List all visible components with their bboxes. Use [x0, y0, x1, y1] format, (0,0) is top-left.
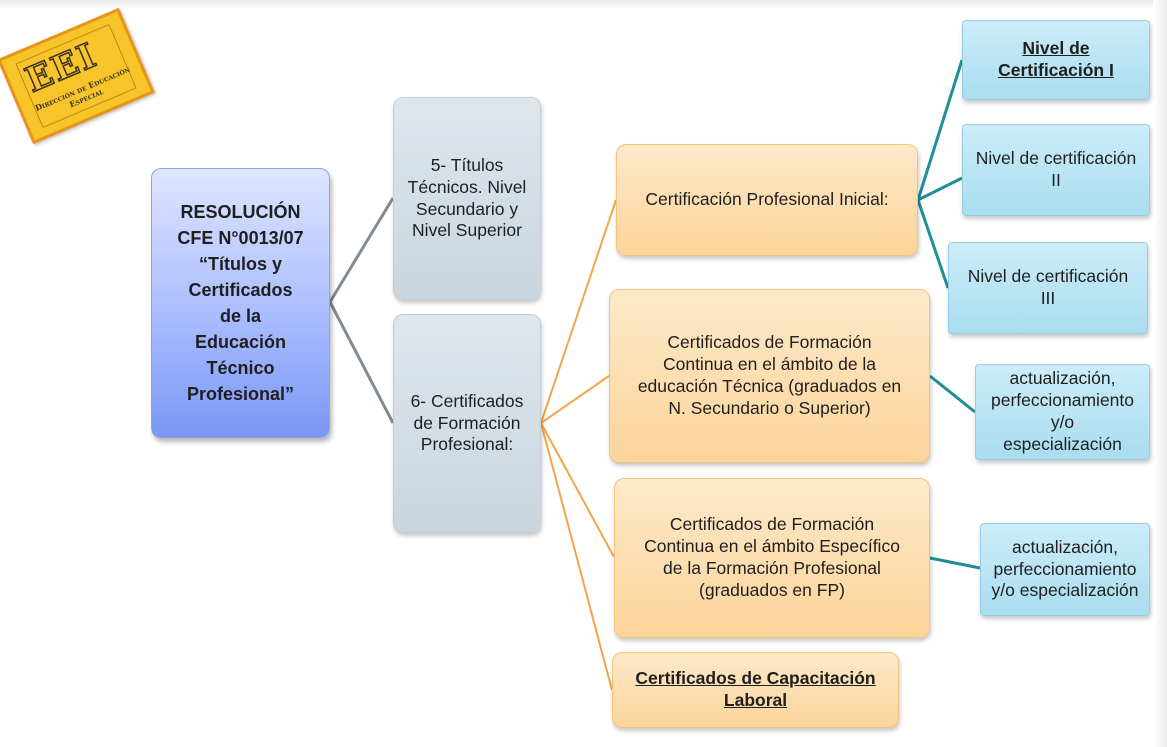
connector-cfp-continua-fp	[540, 422, 615, 558]
connector-root-certificados	[328, 301, 395, 424]
formacion-continua-tecnica-node: Certificados de Formación Continua en el…	[609, 289, 930, 463]
top-edge-shadow	[0, 0, 1167, 9]
capacitacion-laboral-node: Certificados de Capacitación Laboral	[612, 652, 899, 728]
actualizacion-tecnica-node: actualización, perfeccionamiento y/o esp…	[975, 364, 1150, 460]
connector-root-titulos	[328, 197, 395, 303]
nivel-certificacion-2-node: Nivel de certificación II	[962, 124, 1150, 216]
certificacion-inicial-node: Certificación Profesional Inicial:	[616, 144, 918, 256]
connector-tecnica-actualizacion	[929, 374, 976, 414]
resolution-root-node: RESOLUCIÓN CFE N°0013/07 “Títulos y Cert…	[151, 168, 330, 438]
connector-inicial-nivel-2	[917, 176, 963, 202]
connector-inicial-nivel-3	[916, 199, 950, 289]
nivel-certificacion-1-node: Nivel de Certificación I	[962, 20, 1150, 100]
connector-cfp-inicial	[540, 199, 617, 424]
connector-cfp-capacitacion	[540, 422, 613, 691]
connector-cfp-continua-tecnica	[540, 375, 610, 424]
connector-fp-actualizacion	[929, 556, 981, 570]
connector-inicial-nivel-1	[916, 59, 964, 201]
nivel-certificacion-3-node: Nivel de certificación III	[948, 242, 1148, 334]
right-edge-shadow	[1153, 0, 1167, 747]
actualizacion-fp-node: actualización, perfeccionamiento y/o esp…	[980, 523, 1150, 616]
titulos-tecnicos-node: 5- Títulos Técnicos. Nivel Secundario y …	[393, 97, 541, 300]
certificados-formacion-node: 6- Certificados de Formación Profesional…	[393, 314, 541, 533]
formacion-continua-fp-node: Certificados de Formación Continua en el…	[614, 478, 930, 638]
